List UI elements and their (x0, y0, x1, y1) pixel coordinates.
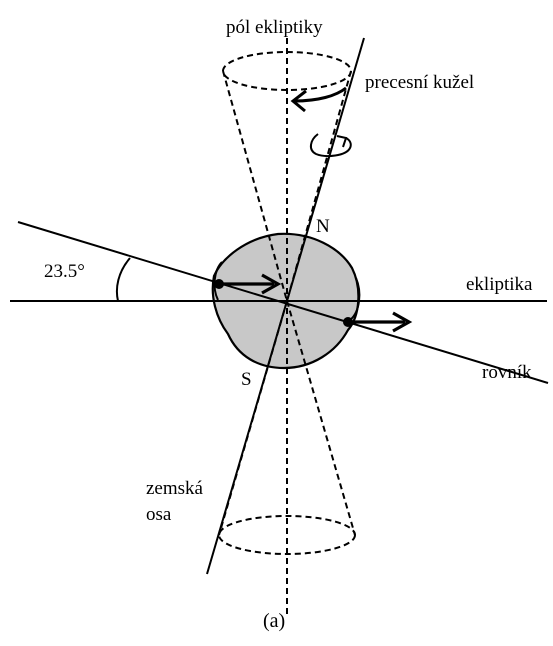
equator-label: rovník (482, 362, 532, 383)
equator-line (17, 221, 549, 384)
precession-direction-arrow (290, 86, 347, 113)
south-label: S (241, 369, 252, 390)
earth-axis-line (206, 37, 365, 575)
force-arrow-right (348, 311, 413, 333)
earth-axis-label-line2: osa (146, 504, 172, 525)
precession-cone-label: precesní kužel (365, 72, 474, 93)
ecliptic-label: ekliptika (466, 274, 533, 295)
earth-rotation-arrow (310, 133, 352, 157)
lower-cone-edge-right (286, 300, 356, 536)
ecliptic-pole-label: pól ekliptiky (226, 17, 323, 38)
earth-equatorial-bulge (213, 261, 223, 301)
angle-arc (115, 257, 131, 302)
angle-label: 23.5° (44, 261, 85, 282)
figure-caption: (a) (263, 610, 285, 632)
north-label: N (316, 216, 330, 237)
force-arrow-left (219, 273, 282, 295)
earth-axis-label-line1: zemská (146, 478, 204, 499)
